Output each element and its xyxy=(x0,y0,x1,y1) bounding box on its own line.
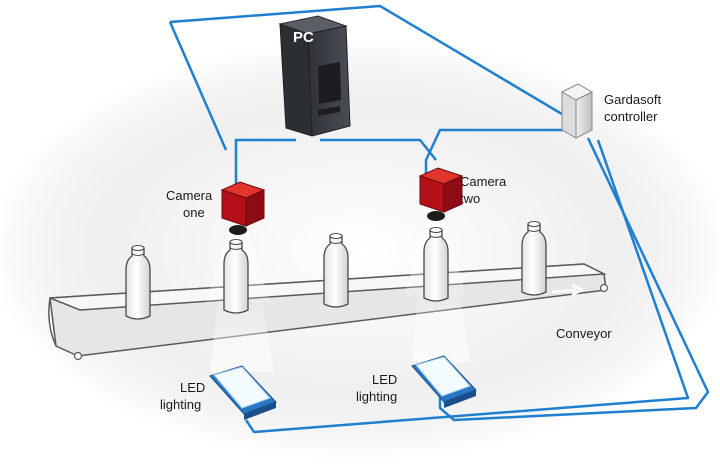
bottle xyxy=(125,244,151,320)
bottle-body xyxy=(521,223,547,296)
bottle-cap xyxy=(329,232,343,240)
beam-led-one xyxy=(210,300,274,372)
bottle-cap xyxy=(229,238,243,246)
cable-controller-to-camera-two xyxy=(424,128,572,184)
bottles xyxy=(125,220,547,320)
bottle-neck-ring xyxy=(527,229,541,232)
led-panel-one xyxy=(209,365,277,420)
camera-one-lens xyxy=(229,225,247,235)
conveyor-label: Conveyor xyxy=(556,326,612,341)
conveyor-roller-right xyxy=(599,283,609,293)
led-two-label-line2: lighting xyxy=(356,389,397,404)
pc-drive-bay xyxy=(318,62,341,104)
camera-two-label-line2: two xyxy=(460,191,480,206)
bottle-neck-ring xyxy=(429,235,443,238)
controller-side xyxy=(575,91,593,139)
conveyor-roller xyxy=(73,351,83,361)
bottle xyxy=(423,226,449,302)
bottle-cap xyxy=(527,220,541,228)
camera-two-side xyxy=(443,175,463,213)
cable-controller-to-led-one xyxy=(244,139,690,434)
bottle-body xyxy=(423,229,449,302)
background-glow xyxy=(0,40,720,460)
bottle-cap xyxy=(131,244,145,252)
led-two-light xyxy=(415,356,471,397)
conveyor-front-curve xyxy=(48,297,57,347)
led-panel-two xyxy=(411,355,477,408)
pc-drive-slot xyxy=(318,106,340,116)
bottle-neck-ring xyxy=(329,241,343,244)
camera-two-lens xyxy=(427,211,445,221)
bottle-body xyxy=(323,235,349,308)
camera-one-label-line1: Camera xyxy=(166,188,213,203)
bottle xyxy=(223,238,249,314)
controller-label-line2: controller xyxy=(604,109,658,124)
led-one-label-line2: lighting xyxy=(160,397,201,412)
gardasoft-controller xyxy=(560,83,594,139)
labels: Gardasoft controller Camera one Camera t… xyxy=(160,92,661,412)
bottle-body xyxy=(125,247,151,320)
led-one-edge xyxy=(244,402,276,420)
controller-label-line1: Gardasoft xyxy=(604,92,661,107)
cable-pc-to-camera-one xyxy=(234,138,296,178)
camera-two-label-line1: Camera xyxy=(460,174,507,189)
direction-arrow-icon xyxy=(551,288,577,294)
bottle xyxy=(521,220,547,296)
pc-tower: PC xyxy=(278,15,351,137)
camera-two xyxy=(418,167,464,221)
camera-one xyxy=(220,181,266,235)
pc-label: PC xyxy=(293,29,314,46)
bottle-neck-ring xyxy=(131,253,145,256)
camera-one-side xyxy=(245,189,265,227)
led-two-edge xyxy=(444,390,476,408)
led-one-light xyxy=(213,366,271,409)
bottle-body xyxy=(223,241,249,314)
led-two-label-line1: LED xyxy=(372,372,397,387)
led-one-label-line1: LED xyxy=(180,380,205,395)
beam-led-two xyxy=(412,294,470,362)
bottle-neck-ring xyxy=(229,247,243,250)
cable-controller-down-right xyxy=(438,137,710,422)
bottle xyxy=(323,232,349,308)
direction-arrow-head-icon xyxy=(571,283,585,297)
cable-pc-to-camera-two xyxy=(320,138,437,161)
camera-one-label-line2: one xyxy=(183,205,205,220)
bottle-cap xyxy=(429,226,443,234)
controller-front xyxy=(561,91,577,139)
